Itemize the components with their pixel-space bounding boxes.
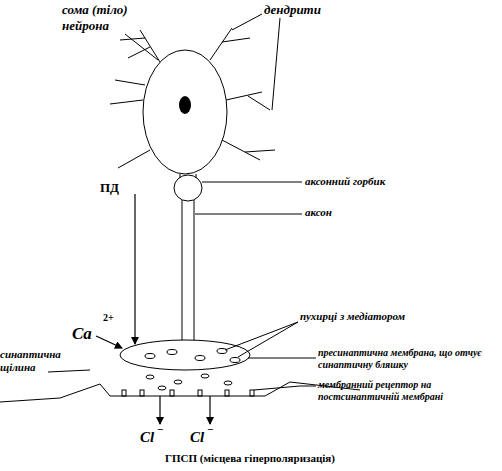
- vesicle: [230, 358, 240, 363]
- dendrite: [226, 92, 270, 110]
- leader-line: [48, 370, 90, 372]
- ion-symbol: Cl: [190, 428, 204, 446]
- soma: [143, 50, 227, 174]
- mediator: [174, 380, 182, 384]
- leader-line: [254, 386, 316, 390]
- leader-line: [202, 182, 302, 183]
- part-name: синаптична щілина: [0, 348, 78, 374]
- axon-hillock: [174, 175, 202, 201]
- vesicle: [167, 350, 177, 355]
- leader-line: [195, 214, 302, 215]
- nucleus: [179, 96, 191, 114]
- caption: ГПСП (місцева гіперполяризація): [90, 452, 410, 465]
- mediator: [224, 381, 232, 385]
- dendrite: [222, 140, 275, 160]
- action-potential-arrow: [134, 194, 135, 344]
- part-name: дендрити: [264, 2, 321, 18]
- postsynaptic-membrane: [0, 382, 360, 402]
- hillock-neck: [180, 174, 196, 178]
- ion-charge: −: [207, 423, 213, 436]
- dendrite: [110, 80, 145, 104]
- vesicle: [195, 356, 205, 361]
- mediator: [158, 386, 166, 390]
- dendrite: [210, 28, 250, 60]
- part-name: сома (тіло) нейрона: [62, 2, 157, 33]
- leader-line: [225, 322, 298, 357]
- receptor: [122, 390, 126, 396]
- dendrite: [120, 30, 160, 62]
- chloride-arrow: [209, 396, 210, 424]
- ion-symbol: Cl: [140, 428, 154, 446]
- dendrite: [118, 150, 150, 168]
- axon: [182, 200, 194, 342]
- part-name: аксонний горбик: [305, 175, 385, 188]
- vesicle: [217, 349, 227, 354]
- part-name: пухирці з медіатором: [300, 310, 405, 323]
- chloride-arrow: [159, 396, 160, 424]
- signal-name: ПД: [100, 180, 119, 196]
- leader-line: [125, 34, 158, 60]
- ion-charge: −: [157, 423, 163, 436]
- receptor: [225, 390, 229, 396]
- mediator: [201, 374, 209, 378]
- leader-line: [248, 358, 316, 359]
- receptor: [140, 390, 144, 396]
- receptor: [170, 390, 174, 396]
- ion-charge: 2+: [103, 312, 114, 324]
- leader-line: [232, 14, 280, 110]
- receptor: [198, 390, 202, 396]
- mediator: [146, 375, 154, 379]
- ion-symbol: Ca: [72, 324, 92, 344]
- presynaptic-terminal: [120, 340, 250, 370]
- receptor: [250, 390, 254, 396]
- vesicle: [145, 354, 155, 359]
- part-name: аксон: [305, 206, 332, 219]
- neuron-outline: [0, 14, 360, 402]
- calcium-arrow: [96, 336, 122, 348]
- part-name: мембранний рецептор на постсинаптичній м…: [318, 379, 498, 403]
- part-name: пресинаптична мембрана, що отчує синапти…: [318, 347, 498, 371]
